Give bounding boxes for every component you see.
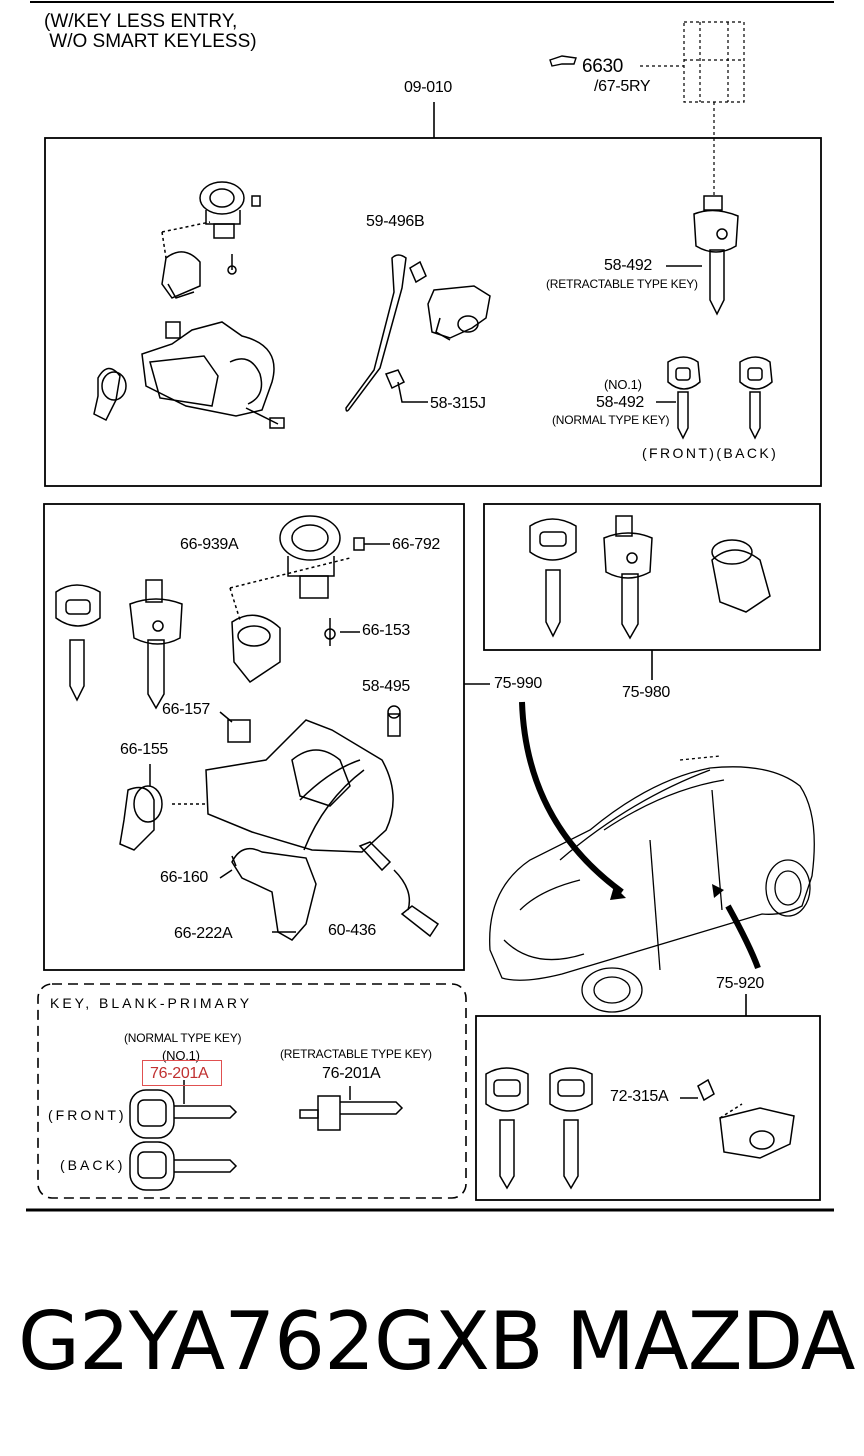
box3-keys-art	[529, 515, 771, 640]
no1-caption-a: (NO.1)	[604, 377, 642, 392]
ref-58-495: 58-495	[362, 678, 411, 695]
ref-75-980: 75-980	[622, 684, 671, 701]
retractable-type-key-caption-b: (RETRACTABLE TYPE KEY)	[280, 1047, 432, 1061]
ref-66-792: 66-792	[392, 536, 441, 553]
ref-75-920: 75-920	[716, 975, 765, 992]
normal-type-key-caption-a: (NORMAL TYPE KEY)	[552, 413, 670, 427]
box-75-980	[483, 503, 821, 651]
ref-09-010: 09-010	[404, 79, 453, 96]
ref-66-155: 66-155	[120, 741, 169, 758]
ghost-assembly-6630	[640, 21, 745, 195]
box2-ignition-assembly	[119, 515, 440, 941]
pointing-hand-icon	[549, 55, 577, 67]
ref-66-222a: 66-222A	[174, 925, 233, 942]
brand-name: MAZDA	[566, 1295, 855, 1388]
ref-58-492-retractable: 58-492	[604, 257, 653, 274]
normal-keys-58-492-art	[656, 356, 773, 440]
ref-72-315a: 72-315A	[610, 1088, 669, 1105]
back-caption: (BACK)	[60, 1157, 126, 1173]
ref-66-153: 66-153	[362, 622, 411, 639]
normal-type-key-caption-b: (NORMAL TYPE KEY)	[124, 1031, 242, 1045]
arrow-75-920	[725, 904, 761, 970]
ref-58-492-normal: 58-492	[596, 394, 645, 411]
retractable-key-58-492-art	[666, 195, 739, 316]
ref-67-5ry: /67-5RY	[594, 78, 651, 95]
ref-66-160: 66-160	[160, 869, 209, 886]
key-blank-art	[129, 1080, 404, 1191]
box-72-315a	[475, 1015, 821, 1201]
highlight-box	[142, 1060, 222, 1086]
box-key-blank	[37, 983, 467, 1199]
ref-6630: 6630	[582, 56, 624, 77]
box-09-010	[44, 137, 822, 487]
box2-keys-art	[55, 579, 183, 710]
ref-59-496b: 59-496B	[366, 213, 425, 230]
box5-keys-art	[485, 1067, 795, 1190]
retractable-type-key-caption: (RETRACTABLE TYPE KEY)	[546, 277, 698, 291]
arrow-75-990	[519, 701, 624, 895]
ref-66-157: 66-157	[162, 701, 211, 718]
rod-and-lock-cylinder	[345, 254, 491, 412]
front-back-caption: (FRONT)(BACK)	[642, 445, 779, 461]
ref-66-939a: 66-939A	[180, 536, 239, 553]
car-illustration	[489, 755, 815, 1013]
no1-caption-b: (NO.1)	[162, 1048, 200, 1063]
part-number: G2YA762GXB	[18, 1295, 544, 1388]
ref-76-201a-normal: 76-201A	[150, 1065, 209, 1082]
page-heading: (W/KEY LESS ENTRY, W/O SMART KEYLESS)	[44, 11, 257, 52]
ref-60-436: 60-436	[328, 922, 377, 939]
ref-75-990: 75-990	[494, 675, 543, 692]
front-caption: (FRONT)	[48, 1107, 127, 1123]
ref-76-201a-retractable: 76-201A	[322, 1065, 381, 1082]
ref-58-315j: 58-315J	[430, 395, 486, 412]
box-75-990	[43, 503, 465, 971]
key-blank-primary-title: KEY, BLANK-PRIMARY	[50, 995, 253, 1011]
ignition-assembly-top	[93, 181, 285, 429]
